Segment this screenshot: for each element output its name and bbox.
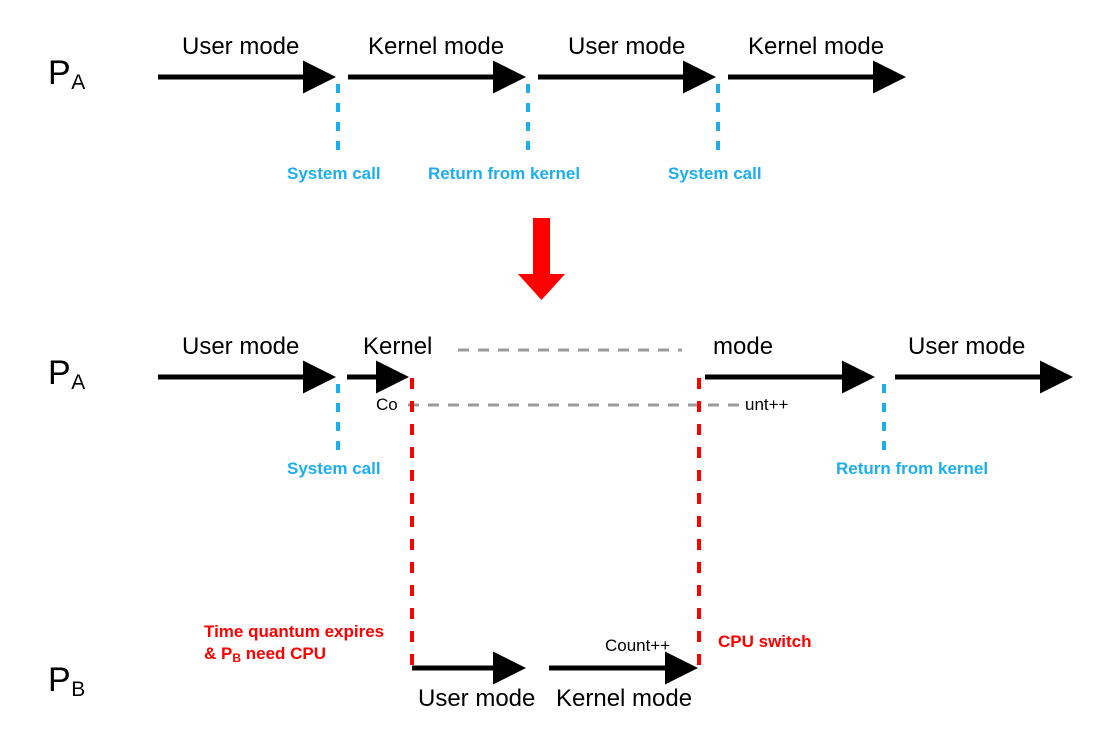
top-segment-label-1: Kernel mode xyxy=(368,33,505,60)
counter-label-left-fragment: Co xyxy=(376,395,398,414)
bottom-process-label-pb: PB xyxy=(48,661,86,700)
process-subscript: B xyxy=(71,678,86,701)
process-subscript: A xyxy=(71,71,86,94)
bottom-pa-event-label-system-call: System call xyxy=(287,459,381,478)
bottom-pb-counter-label: Count++ xyxy=(605,636,671,655)
process-letter: P xyxy=(48,661,72,699)
top-segment-label-3: Kernel mode xyxy=(748,33,885,60)
red-event-label-cpu-switch: CPU switch xyxy=(718,632,812,651)
top-segment-label-2: User mode xyxy=(568,33,686,60)
bottom-pa-segment-label-1: Kernel xyxy=(363,333,433,360)
bottom-process-label-pa: PA xyxy=(48,354,86,393)
top-event-label-system-call-1: System call xyxy=(287,164,381,183)
bottom-pb-segment-label-1: Kernel mode xyxy=(556,685,693,712)
bottom-pa-event-dashes xyxy=(336,384,886,455)
bottom-pa-segment-label-0: User mode xyxy=(182,333,300,360)
time-quantum-line2-pre: & P xyxy=(204,644,233,664)
bottom-pa-event-label-return-from-kernel: Return from kernel xyxy=(836,459,989,478)
bottom-pa-segment-label-2: mode xyxy=(713,333,774,360)
bottom-pa-segment-label-3: User mode xyxy=(908,333,1026,360)
process-subscript: A xyxy=(71,371,86,394)
process-letter: P xyxy=(48,354,72,392)
bottom-pb-segment-label-0: User mode xyxy=(418,685,536,712)
process-letter: P xyxy=(48,54,72,92)
red-preemption-dashes xyxy=(410,378,701,668)
top-event-label-system-call-2: System call xyxy=(668,164,762,183)
top-event-label-return-from-kernel: Return from kernel xyxy=(428,164,581,183)
red-event-label-time-quantum: Time quantum expires & PB need CPU xyxy=(204,621,384,665)
top-process-label-pa: PA xyxy=(48,54,86,93)
top-event-dashes xyxy=(336,84,720,160)
time-quantum-line2-post: need CPU xyxy=(241,644,327,664)
time-quantum-line1: Time quantum expires xyxy=(204,622,385,641)
top-segment-label-0: User mode xyxy=(182,33,300,60)
transition-down-arrow-icon xyxy=(518,218,565,300)
time-quantum-line2-sub: B xyxy=(232,651,242,666)
counter-label-right-fragment: unt++ xyxy=(745,395,789,414)
